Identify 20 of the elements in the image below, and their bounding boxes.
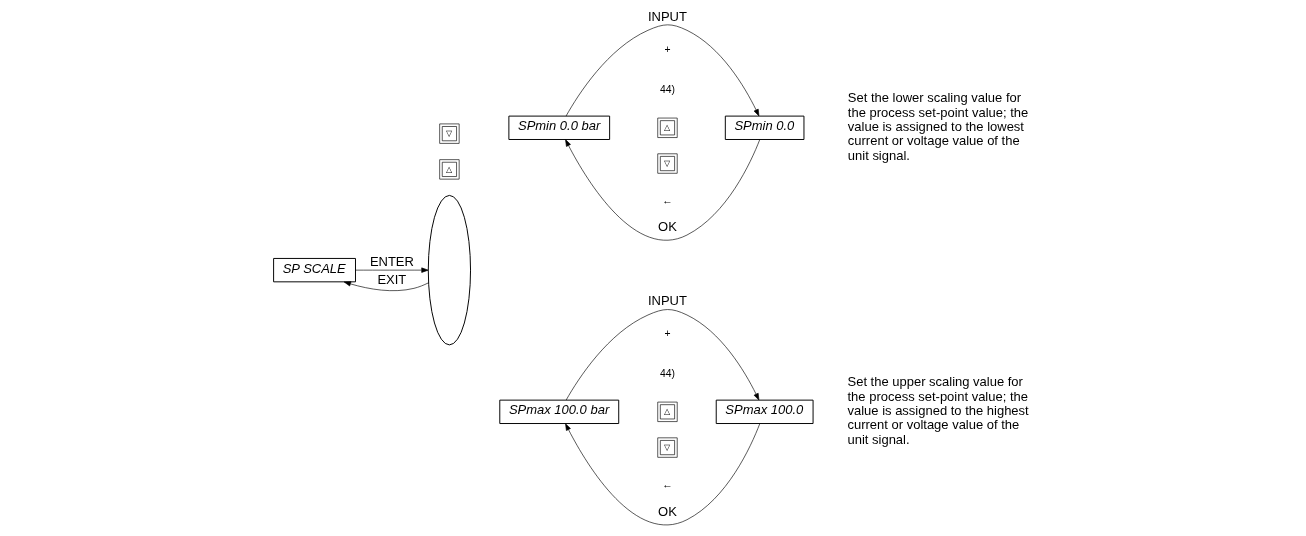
label: + [663, 43, 671, 55]
edge-label: INPUT [647, 293, 687, 309]
label: ← [661, 194, 673, 206]
edge-label: INPUT [647, 9, 687, 25]
edge-label: ENTER [369, 254, 414, 270]
node-label: Set the lower scaling value for the process set-point value; the value is assigned to the lowest current or voltage value of the unit signal. [847, 90, 1028, 163]
label: ▽ [445, 127, 452, 138]
label: △ [663, 122, 670, 133]
label: ▽ [663, 157, 670, 168]
label: + [663, 327, 671, 339]
label: ← [661, 478, 673, 490]
label: △ [663, 406, 670, 417]
edge-label: OK [657, 503, 677, 519]
label: 44) [659, 367, 675, 379]
edge-label: OK [657, 219, 677, 235]
label: 44) [659, 83, 675, 95]
label: ▽ [663, 441, 670, 452]
edge-label: EXIT [376, 272, 406, 288]
node-label: Set the upper scaling value for the process set-point value; the value is assigned to the highest current or voltage value of the unit signal. [847, 374, 1029, 447]
label: △ [445, 163, 452, 174]
